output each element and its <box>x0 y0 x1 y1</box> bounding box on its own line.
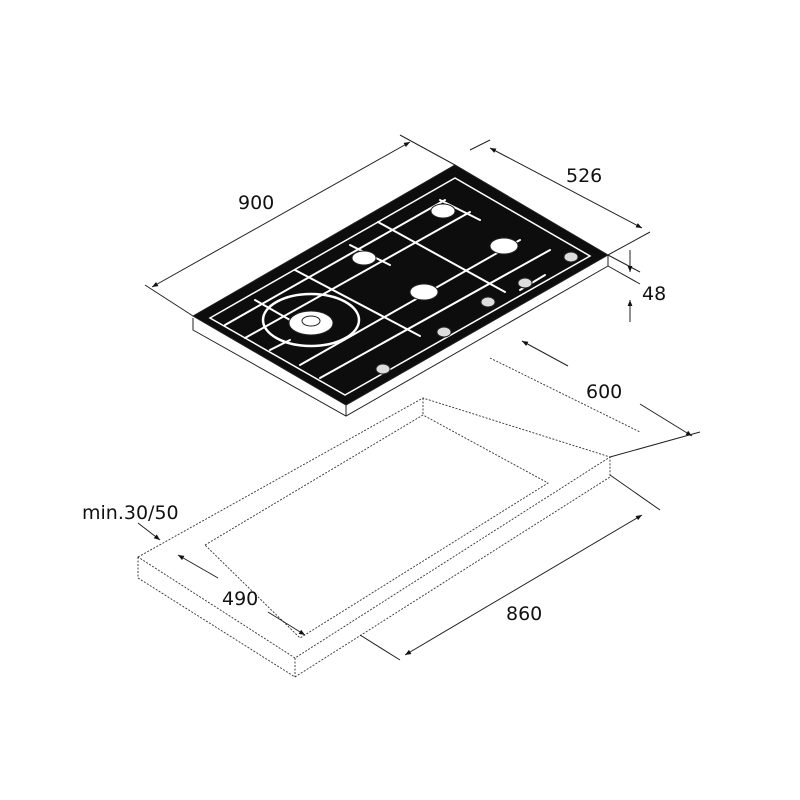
dim-cutout-width: 860 <box>506 603 542 625</box>
worktop <box>137 357 641 678</box>
dim-hob-width: 900 <box>238 192 274 214</box>
dim-hob-depth: 526 <box>566 165 602 187</box>
wok-burner-icon <box>261 292 361 348</box>
dim-clearance: 600 <box>586 381 622 403</box>
cutout <box>204 414 549 639</box>
dimension-lines <box>137 134 701 661</box>
control-knob-icons <box>375 251 579 375</box>
dim-worktop-thickness: min.30/50 <box>82 502 179 524</box>
dim-cutout-depth: 490 <box>222 588 258 610</box>
dim-hob-height: 48 <box>642 283 666 305</box>
